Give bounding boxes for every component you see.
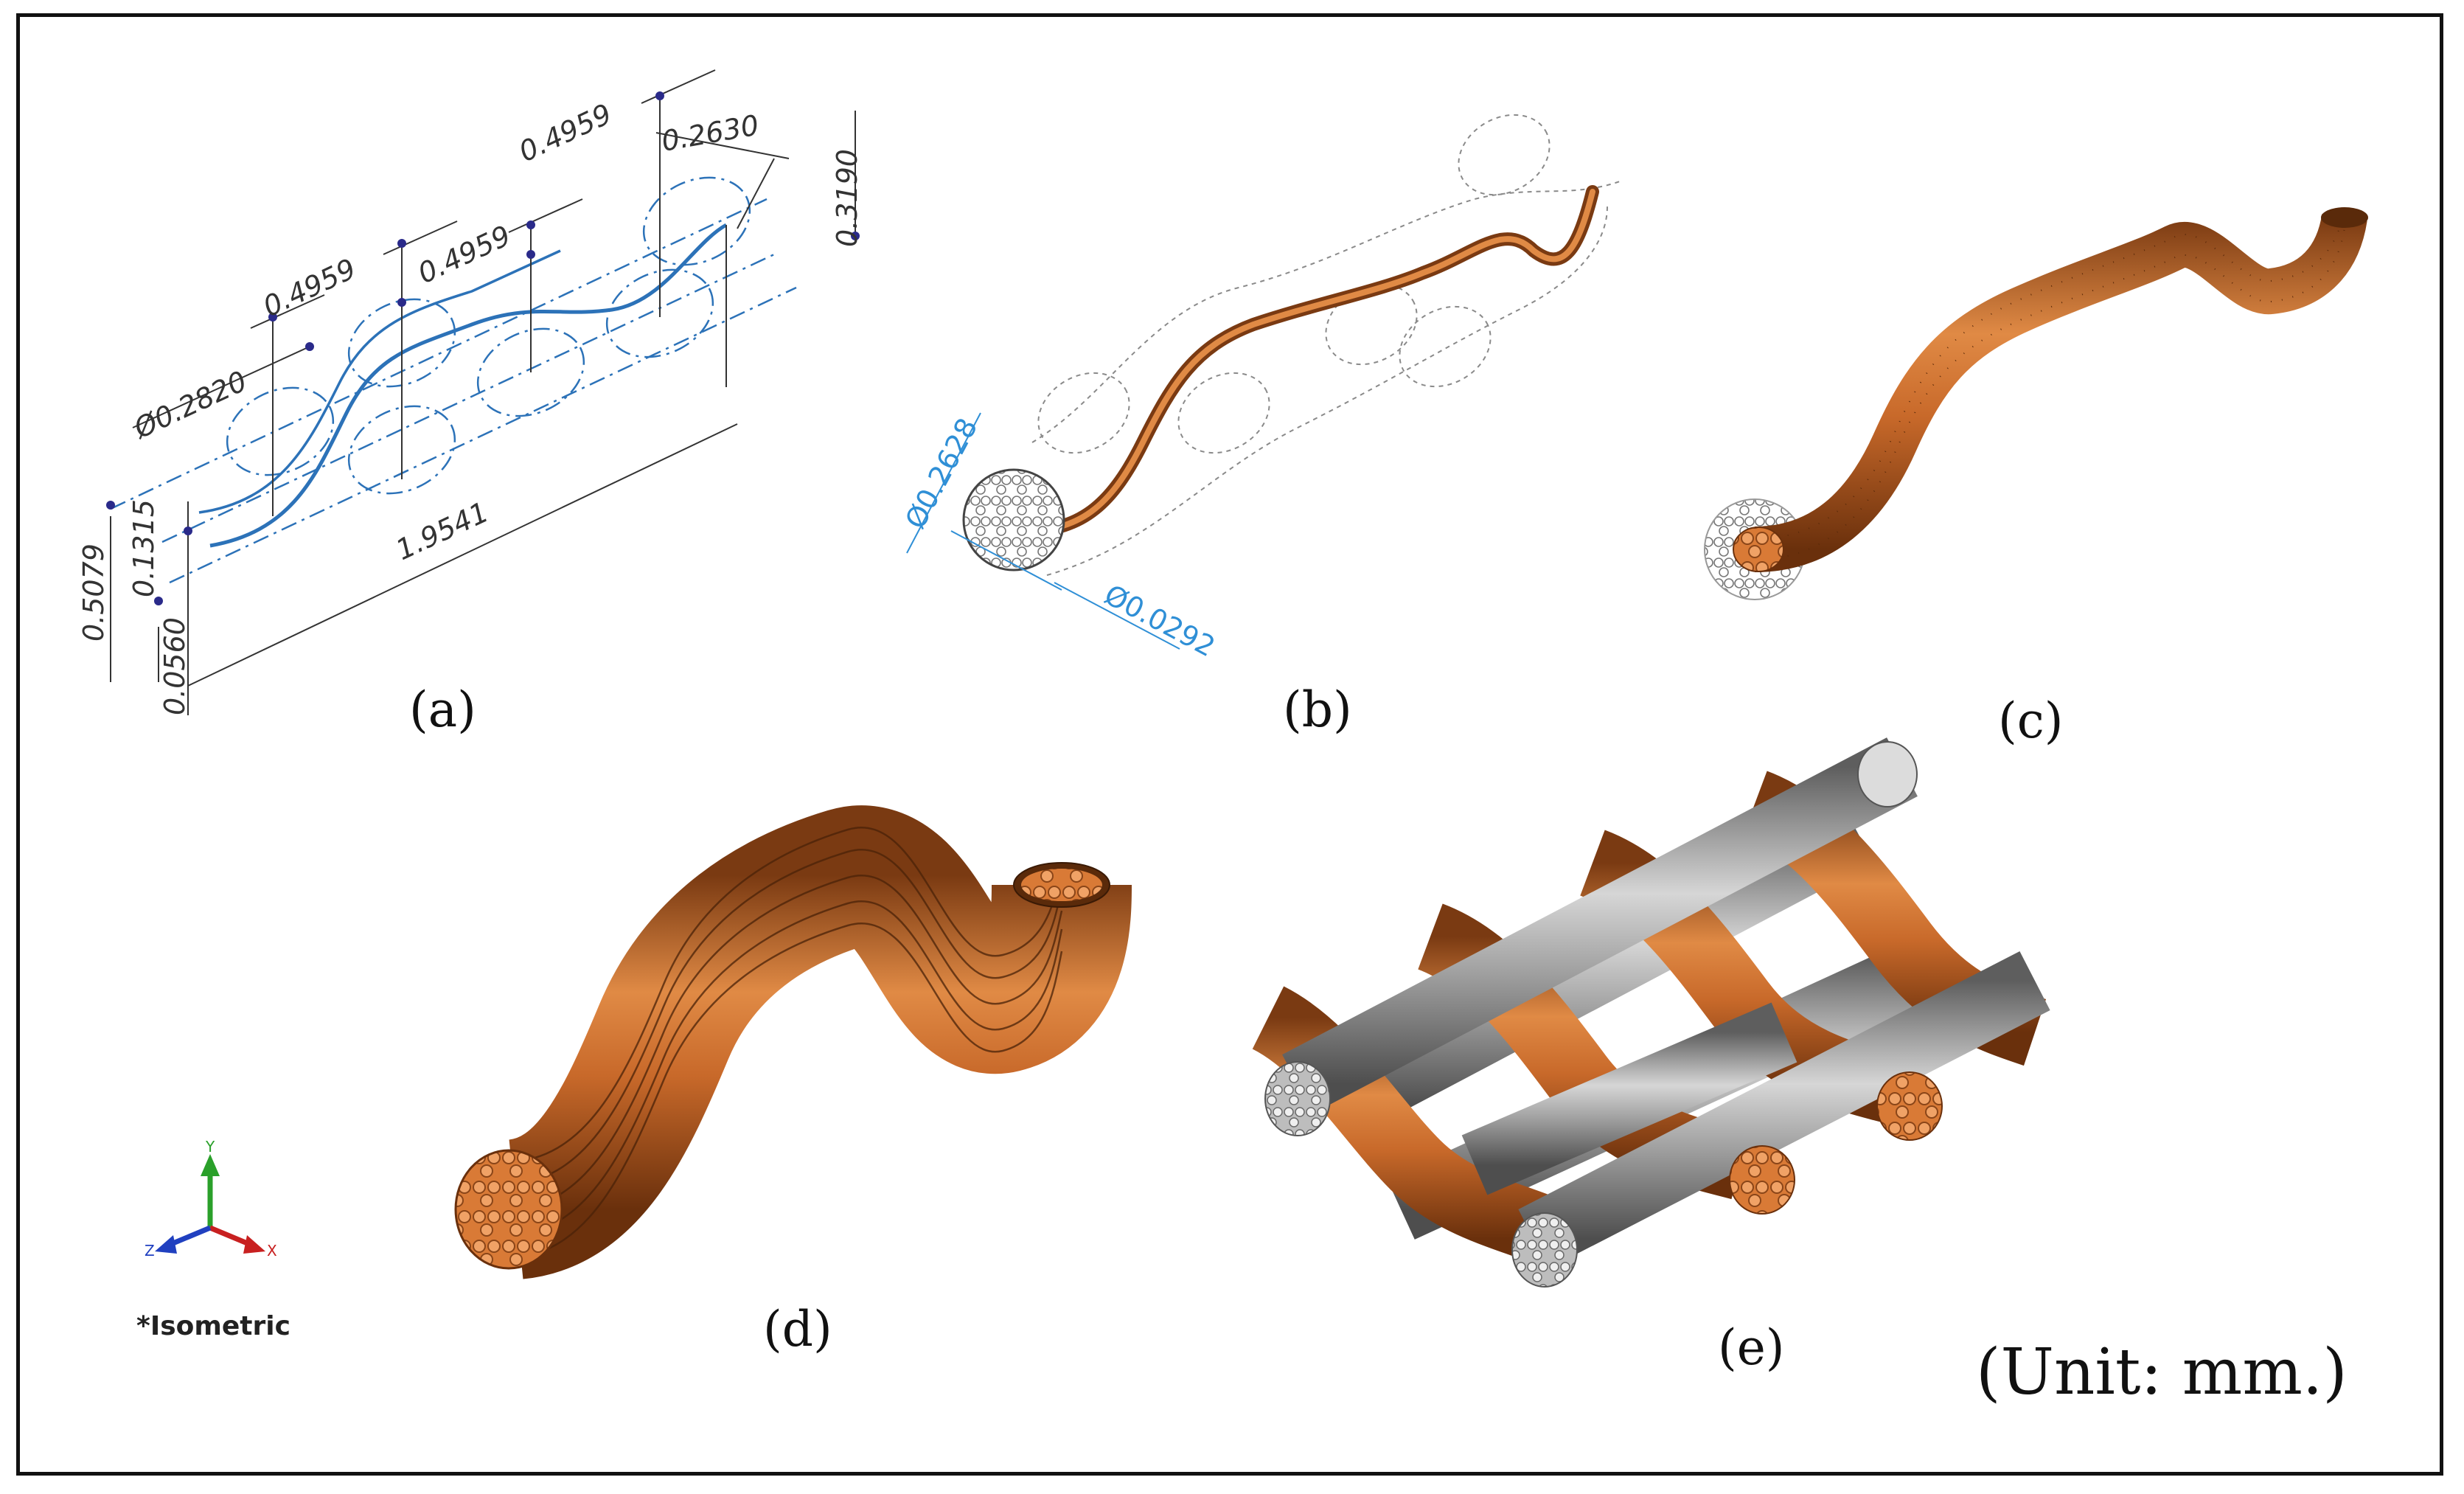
dim-b-00292: Ø0.0292 [1099, 578, 1220, 663]
panel-c-label: (c) [1998, 692, 2063, 749]
dim-a-03190: 0.3190 [831, 149, 863, 247]
dim-a-04959-3: 0.4959 [514, 97, 616, 168]
panel-e-label: (e) [1718, 1319, 1785, 1376]
panel-c-yarn [1704, 206, 2368, 600]
dim-a-04959-1: 0.4959 [258, 252, 361, 323]
panel-a-label: (a) [409, 681, 476, 738]
dim-a-00560: 0.0560 [159, 617, 191, 715]
axis-z-label: Z [145, 1242, 155, 1260]
unit-note: (Unit: mm.) [1976, 1335, 2348, 1409]
view-label: *Isometric [136, 1311, 290, 1341]
axis-x-label: X [267, 1242, 277, 1260]
figure-frame [16, 13, 2443, 1476]
dim-a-05079: 0.5079 [77, 543, 110, 642]
dim-a-19541: 1.9541 [391, 496, 493, 566]
panel-e-weave [1251, 737, 2050, 1288]
panel-a-sketch: 0.4959 0.4959 0.4959 0.2630 0.3190 Ø0.28… [77, 69, 863, 715]
panel-d-label: (d) [763, 1301, 832, 1358]
panel-b-label: (b) [1283, 681, 1352, 738]
dim-a-01315: 0.1315 [128, 499, 160, 597]
axis-triad: Y X Z [145, 1138, 277, 1260]
dim-a-02820: Ø0.2820 [128, 364, 251, 445]
axis-y-label: Y [205, 1138, 215, 1156]
panel-d-yarn [454, 805, 1132, 1279]
panel-b-sweep: Ø0.2628 Ø0.0292 [899, 114, 1623, 663]
